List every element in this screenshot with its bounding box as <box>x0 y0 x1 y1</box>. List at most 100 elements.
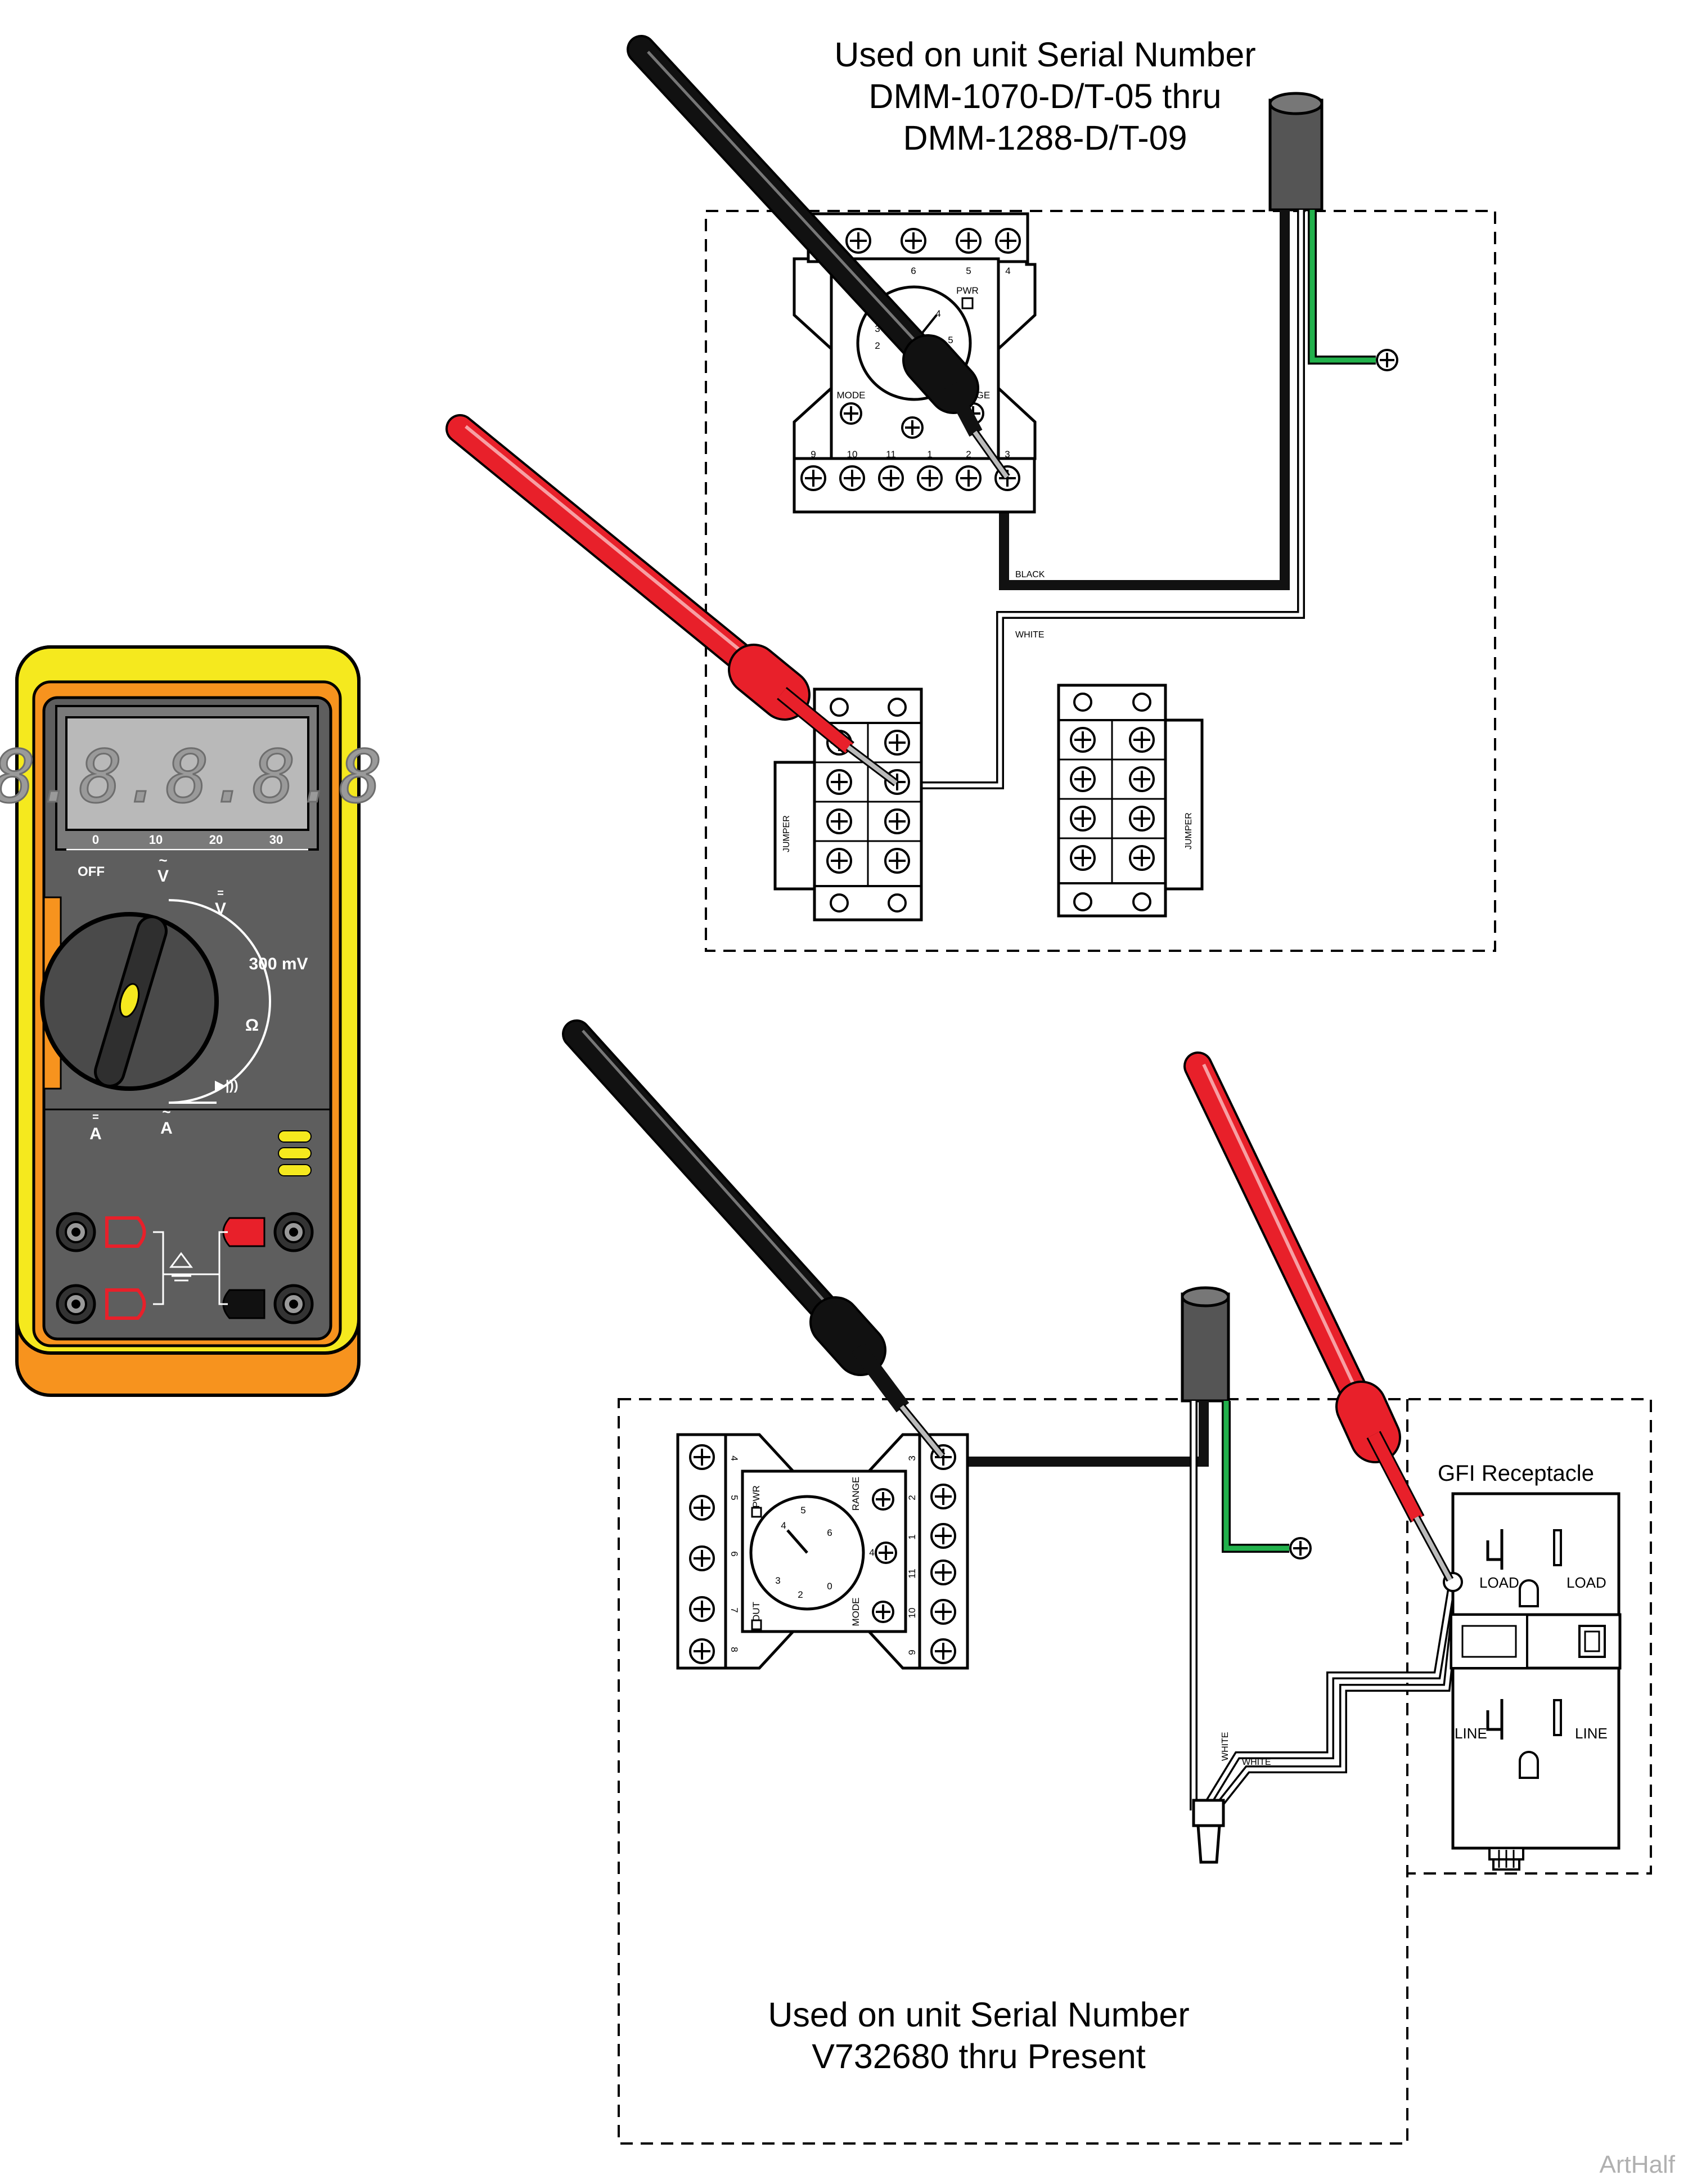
top-relay-terminal-4 <box>995 228 1021 254</box>
top-caption-line1: Used on unit Serial Number <box>834 35 1255 74</box>
top-relay-center-knob <box>901 416 924 439</box>
top-red-probe <box>445 414 899 787</box>
gfi-line-right: LINE <box>1575 1725 1608 1742</box>
meter-scale-10: 10 <box>149 833 163 847</box>
top-white-label: WHITE <box>1015 630 1045 640</box>
bottom-relay-left-num-1: 4 <box>729 1455 740 1461</box>
top-relay-bot-num-6: 3 <box>1005 449 1010 460</box>
bottom-relay-mode-label: MODE <box>850 1598 861 1626</box>
bottom-black-wire <box>945 1401 1209 1467</box>
bottom-white-wire: WHITE WHITE <box>1190 1401 1461 1864</box>
top-relay-terminal-11 <box>878 465 904 491</box>
bottom-relay-left-num-4: 7 <box>729 1607 740 1612</box>
top-relay-dial-3: 3 <box>875 323 880 334</box>
bottom-relay-right-num-5: 10 <box>907 1608 917 1619</box>
bottom-black-probe <box>562 1019 946 1459</box>
bottom-relay-right-num-1: 3 <box>907 1455 917 1461</box>
bottom-white-label-vertical: WHITE <box>1221 1732 1230 1761</box>
bottom-relay-scale-mark: 4 <box>869 1547 874 1558</box>
bottom-ground-screw-icon <box>1289 1537 1312 1560</box>
meter-aac-label: A <box>160 1119 173 1138</box>
bottom-white-label: WHITE <box>1242 1758 1271 1767</box>
bottom-relay: 4 5 6 7 8 3 2 1 11 10 9 4 5 6 3 2 0 PWR … <box>676 1433 969 1670</box>
meter-indicator-bar <box>278 1130 312 1143</box>
top-relay-bot-num-4: 1 <box>927 449 932 460</box>
top-terminal-block-left: JUMPER <box>773 687 923 922</box>
meter-scale-30: 30 <box>269 833 283 847</box>
meter-scale-20: 20 <box>209 833 223 847</box>
multimeter: 8.8.8.8.8 0 10 20 30 OFF V ~ V = 300 mV … <box>0 645 383 1397</box>
top-black-probe <box>627 35 1010 480</box>
top-enclosure-outline <box>705 210 1496 952</box>
meter-scale-0: 0 <box>92 833 99 847</box>
bottom-relay-out-label: OUT <box>751 1602 762 1622</box>
top-relay-terminal-10 <box>839 465 865 491</box>
svg-text:=: = <box>92 1111 99 1124</box>
meter-jack-v-ohm[interactable] <box>273 1212 314 1252</box>
bottom-relay-dial-2: 2 <box>798 1589 803 1600</box>
wire-nut <box>1196 1824 1221 1864</box>
bottom-relay-dial-3: 3 <box>775 1575 780 1586</box>
gfi-faceplate <box>1451 1492 1621 1850</box>
bottom-relay-dial-6: 6 <box>827 1527 832 1538</box>
svg-text:~: ~ <box>162 1103 170 1120</box>
top-relay-pwr-label: PWR <box>956 285 979 296</box>
bottom-relay-right-num-4: 11 <box>907 1569 917 1579</box>
meter-jack-a[interactable] <box>56 1212 96 1252</box>
top-relay-dial-5: 5 <box>948 335 953 345</box>
bottom-cable-jacket <box>1181 1286 1230 1403</box>
meter-off-label: OFF <box>78 864 105 879</box>
top-relay-bot-num-2: 10 <box>847 449 858 460</box>
meter-warning-icon <box>169 1252 193 1268</box>
top-relay-dial-4: 4 <box>935 308 940 319</box>
top-relay-terminal-1 <box>917 465 943 491</box>
top-relay-top-num-2: 6 <box>911 266 916 276</box>
bottom-relay-dial-5: 5 <box>800 1505 805 1516</box>
top-terminal-block-right: JUMPER <box>1057 684 1204 918</box>
meter-jack-com[interactable] <box>273 1284 314 1324</box>
bottom-relay-range-knob <box>872 1488 894 1511</box>
top-caption-line2: DMM-1070-D/T-05 thru <box>868 77 1221 115</box>
top-cable-jacket <box>1268 92 1324 212</box>
top-relay-terminal-9 <box>800 465 826 491</box>
meter-ohm-label: Ω <box>245 1016 259 1035</box>
bottom-relay-mode-knob <box>872 1601 894 1623</box>
bottom-relay-right-num-2: 2 <box>907 1495 917 1500</box>
top-black-wire: BLACK <box>999 210 1290 590</box>
bottom-relay-dial-4: 4 <box>781 1520 786 1531</box>
top-relay-bot-num-3: 11 <box>886 449 896 460</box>
bottom-caption-line2: V732680 thru Present <box>812 2037 1146 2075</box>
bottom-relay-dial-0: 0 <box>827 1581 832 1592</box>
bottom-relay-left-num-5: 8 <box>729 1647 740 1652</box>
top-ground-screw-icon <box>1376 349 1398 371</box>
bottom-relay-pwr-label: PWR <box>751 1485 762 1508</box>
top-relay-mode-knob <box>840 402 862 425</box>
top-relay-terminal-2 <box>956 465 982 491</box>
top-relay-terminal-6 <box>901 228 926 254</box>
top-relay-terminal-7 <box>845 228 871 254</box>
gfi-line-left: LINE <box>1455 1725 1487 1742</box>
svg-text:=: = <box>217 887 224 900</box>
top-black-label: BLACK <box>1015 570 1045 579</box>
bottom-red-probe <box>1183 1051 1454 1582</box>
top-relay-terminal-5 <box>956 228 982 254</box>
top-relay-top-num-3: 5 <box>966 266 971 276</box>
top-relay-pwr-led <box>961 297 974 309</box>
art-credit: ArtHalf <box>1600 2151 1676 2178</box>
bottom-relay-right-num-3: 1 <box>907 1534 917 1539</box>
top-right-jumper-label: JUMPER <box>1184 812 1194 850</box>
top-white-wire: WHITE <box>898 210 1305 789</box>
gfi-load-right: LOAD <box>1567 1574 1606 1591</box>
top-caption-line3: DMM-1288-D/T-09 <box>903 119 1187 157</box>
top-left-jumper-label: JUMPER <box>782 815 791 852</box>
meter-vac-label: V <box>157 867 169 886</box>
bottom-ground-wire <box>1222 1401 1312 1560</box>
meter-jack-ma[interactable] <box>56 1284 96 1324</box>
top-relay-bot-num-1: 9 <box>811 449 816 460</box>
gfi-receptacle: GFI Receptacle LOAD LOAD LINE LINE <box>1438 1461 1622 1871</box>
bottom-relay-right-num-6: 9 <box>907 1650 917 1655</box>
top-relay-bot-num-5: 2 <box>966 449 971 460</box>
meter-adc-label: A <box>89 1125 102 1143</box>
top-relay-dial-2: 2 <box>875 340 880 351</box>
